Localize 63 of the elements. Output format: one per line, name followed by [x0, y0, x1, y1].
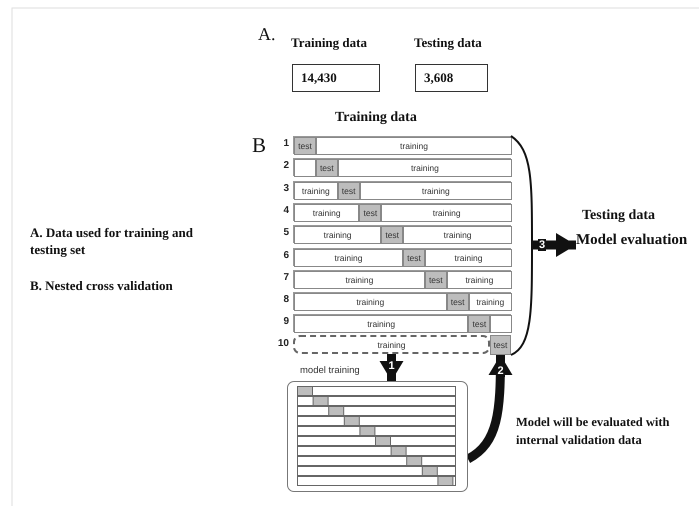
- test-segment: test: [424, 270, 447, 289]
- row-number: 4: [283, 204, 289, 216]
- row-number: 10: [278, 338, 289, 348]
- heading: Testing data: [582, 208, 656, 224]
- description: A. Data used for training and testing set: [30, 224, 194, 258]
- training-segment: training: [294, 182, 338, 200]
- row-number: 2: [283, 160, 289, 172]
- heading: Training data: [335, 110, 417, 126]
- section-letter: A.: [258, 24, 276, 45]
- fold-row: [293, 202, 511, 221]
- evaluation-text: Model evaluation: [576, 232, 688, 249]
- row-number: 7: [283, 272, 289, 283]
- arrow: [380, 354, 404, 381]
- heading: model training: [300, 365, 360, 376]
- fold-row: [293, 180, 511, 199]
- fold-row: [293, 136, 511, 154]
- training-segment: training: [360, 182, 512, 200]
- row-number: 8: [283, 294, 289, 306]
- row-number: 5: [283, 227, 289, 238]
- value: 14,430: [301, 70, 337, 86]
- training-segment: training: [294, 204, 360, 222]
- test-segment: test: [338, 182, 360, 200]
- fold-row: [293, 225, 511, 244]
- training-segment: training: [294, 293, 447, 312]
- test-segment: test: [359, 204, 382, 222]
- training-segment: training: [381, 204, 512, 222]
- heading: Training data: [291, 35, 367, 51]
- fold-row: [293, 158, 511, 176]
- test-segment: test: [294, 137, 316, 155]
- arrow: [466, 354, 512, 463]
- test-segment: test: [381, 226, 404, 244]
- heading: Testing data: [414, 35, 482, 51]
- bracket: [510, 135, 533, 356]
- row-number: 9: [283, 316, 289, 328]
- test-segment: test: [468, 315, 490, 334]
- training-segment: training: [294, 270, 425, 289]
- value: 3,608: [424, 70, 454, 86]
- arrow: [533, 233, 576, 257]
- description: Model will be evaluated with internal validation data: [516, 414, 670, 449]
- fold-row: [293, 292, 511, 310]
- description: B. Nested cross validation: [30, 278, 173, 294]
- test-segment: test: [446, 293, 469, 312]
- training-segment: training: [294, 248, 403, 266]
- test-segment: test: [316, 159, 338, 178]
- training-segment: training: [446, 270, 512, 289]
- section-letter: B: [252, 133, 266, 158]
- training-segment: training: [468, 293, 512, 312]
- training-segment: training: [425, 248, 512, 266]
- training-segment: training: [338, 159, 512, 178]
- test-segment: test: [403, 248, 425, 266]
- training-segment: training: [294, 226, 382, 244]
- fold-row: [293, 248, 511, 266]
- training-segment: training: [293, 335, 490, 354]
- training-segment: training: [294, 315, 468, 334]
- row-number: 3: [283, 182, 289, 194]
- training-segment: training: [403, 226, 512, 244]
- row-number: 6: [283, 250, 289, 260]
- test-segment: test: [490, 335, 511, 355]
- training-segment: training: [316, 137, 512, 155]
- edge-label: 3: [538, 239, 546, 251]
- fold-row: [293, 270, 511, 288]
- row-number: 1: [283, 138, 289, 149]
- fold-row: [293, 314, 511, 332]
